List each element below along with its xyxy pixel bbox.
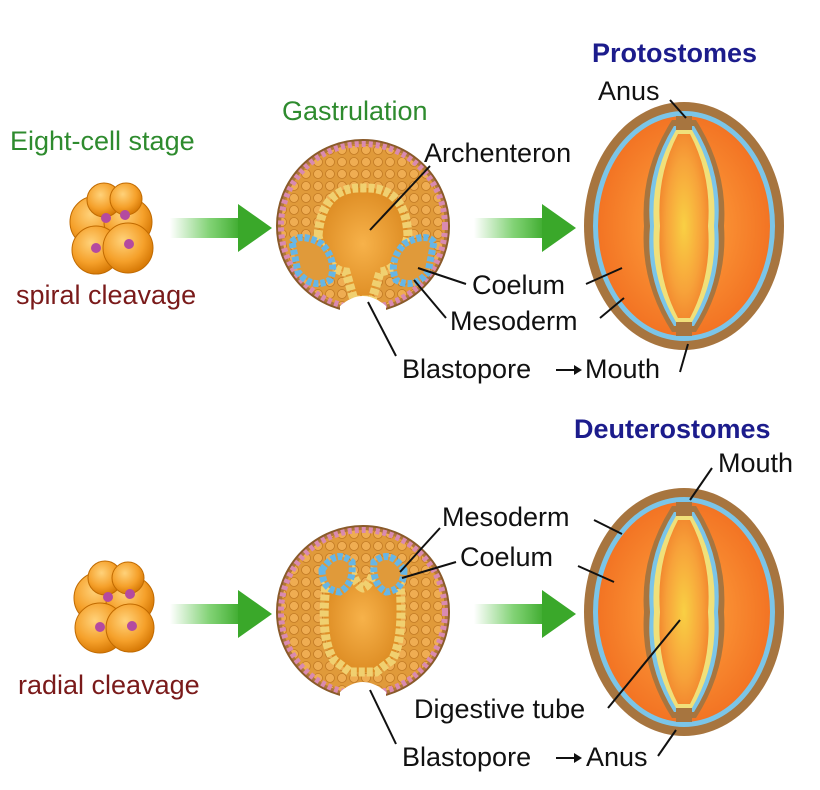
digestive-tube-label: Digestive tube [414, 694, 585, 724]
protostome-coelum-label: Coelum [472, 270, 565, 300]
leader-deut-blastopore [369, 689, 397, 745]
leader-mesoderm-right [599, 297, 625, 319]
deuterostome-body [584, 488, 784, 736]
leader-coelum-left [417, 267, 467, 285]
protostome-anus-label: Anus [598, 76, 660, 106]
arrow-gastrula-to-deuterostome [474, 590, 576, 638]
eight-cell-stage-label: Eight-cell stage [10, 126, 195, 156]
deuterostome-mouth-label: Mouth [718, 448, 793, 478]
leader-coelum-right [585, 267, 623, 285]
gastrula-protostome [276, 139, 450, 316]
leader-archenteron [369, 165, 431, 231]
arrow-eight-cell-to-gastrula-bottom [170, 590, 272, 638]
leader-blastopore [367, 301, 397, 357]
arrow-gastrula-to-protostome [474, 204, 576, 252]
deuterostome-coelum-label: Coelum [460, 542, 553, 572]
leader-deut-mesoderm-right [593, 519, 623, 535]
leader-deut-mouth [689, 467, 713, 501]
protostome-mouth-label: Mouth [585, 354, 660, 384]
blastopore-to-anus-arrow [556, 753, 582, 763]
eight-cell-embryo-radial [73, 560, 155, 654]
blastopore-to-mouth-arrow [556, 365, 582, 375]
leader-mouth [679, 343, 689, 373]
deuterostome-mesoderm-label: Mesoderm [442, 502, 570, 532]
deuterostome-anus-label: Anus [586, 742, 648, 772]
gastrulation-label: Gastrulation [282, 96, 428, 126]
protostome-body [584, 102, 784, 350]
leader-anus [669, 99, 687, 119]
leader-deut-coelum-left [401, 561, 457, 579]
protostomes-title: Protostomes [592, 38, 757, 68]
radial-cleavage-label: radial cleavage [18, 670, 200, 700]
leader-deut-anus [657, 729, 677, 757]
protostome-blastopore-label: Blastopore [402, 354, 531, 384]
protostome-mesoderm-label: Mesoderm [450, 306, 578, 336]
arrow-eight-cell-to-gastrula-top [170, 204, 272, 252]
leader-deut-mesoderm-left [399, 527, 441, 573]
deuterostome-blastopore-label: Blastopore [402, 742, 531, 772]
gastrula-deuterostome [276, 525, 450, 702]
eight-cell-embryo-spiral [69, 182, 154, 275]
deuterostomes-title: Deuterostomes [574, 414, 771, 444]
archenteron [313, 183, 413, 305]
leader-digestive-tube [607, 619, 681, 709]
leader-deut-coelum-right [577, 565, 615, 583]
spiral-cleavage-label: spiral cleavage [16, 280, 196, 310]
archenteron-label: Archenteron [424, 138, 571, 168]
leader-mesoderm-left [413, 279, 447, 319]
